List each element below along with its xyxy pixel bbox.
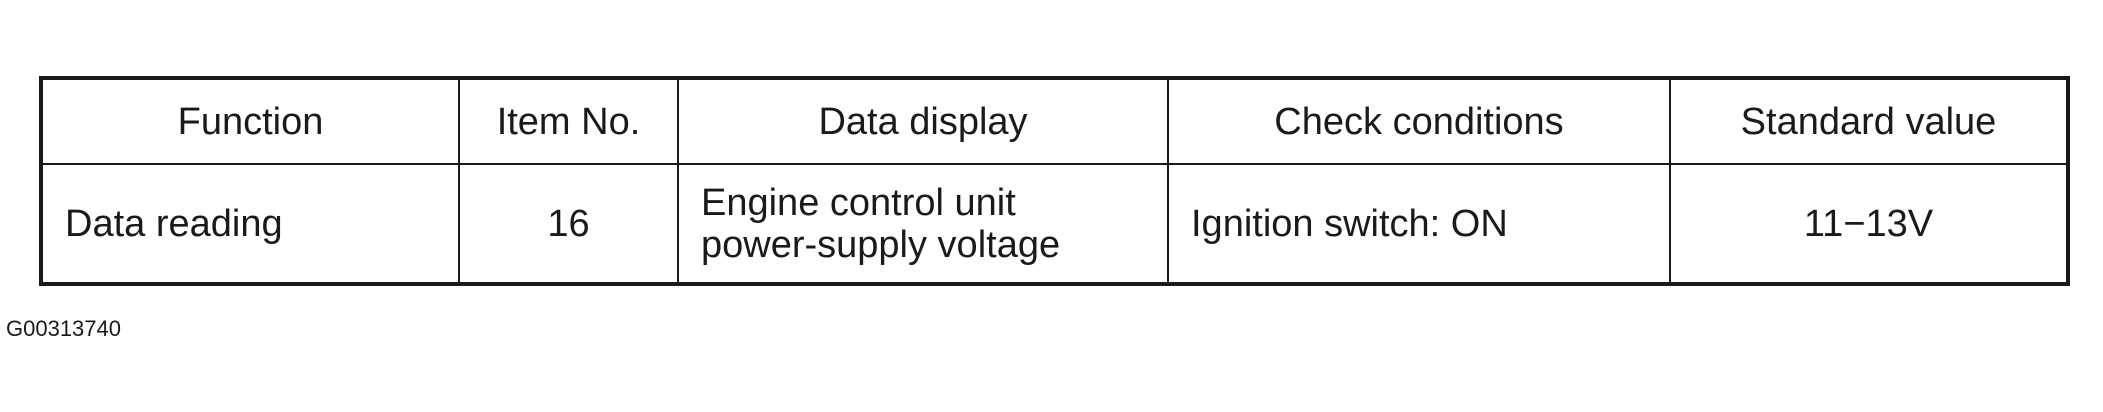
header-data-display: Data display xyxy=(677,77,1169,165)
cell-standard-value: 11−13V xyxy=(1669,163,2069,285)
table-row: Data reading 16 Engine control unit powe… xyxy=(40,163,2069,285)
header-row: Function Item No. Data display Check con… xyxy=(40,77,2069,165)
header-standard-value: Standard value xyxy=(1669,77,2069,165)
table-header: Function Item No. Data display Check con… xyxy=(40,77,2069,165)
figure-id: G00313740 xyxy=(6,316,121,341)
cell-function: Data reading xyxy=(40,163,460,285)
cell-data-display: Engine control unit power-supply voltage xyxy=(677,163,1169,285)
header-function: Function xyxy=(40,77,460,165)
specification-table: Function Item No. Data display Check con… xyxy=(39,76,2070,286)
header-check-conditions: Check conditions xyxy=(1167,77,1671,165)
header-item-no: Item No. xyxy=(458,77,679,165)
cell-check-conditions: Ignition switch: ON xyxy=(1167,163,1671,285)
cell-item-no: 16 xyxy=(458,163,679,285)
table-body: Data reading 16 Engine control unit powe… xyxy=(40,163,2069,285)
